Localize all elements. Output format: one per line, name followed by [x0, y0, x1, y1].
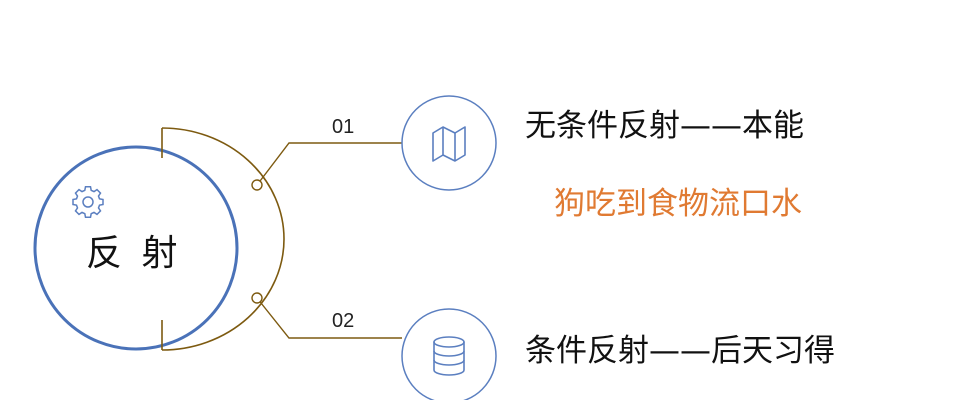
icon-circle-01	[401, 95, 497, 191]
gear-icon	[72, 186, 104, 218]
item-subtitle-01: 狗吃到食物流口水	[554, 186, 802, 222]
item-title-01: 无条件反射——本能	[525, 108, 804, 144]
database-icon	[433, 336, 465, 376]
item-number-01: 01	[332, 116, 355, 138]
item-title-02: 条件反射——后天习得	[525, 333, 835, 369]
connector-arc	[161, 127, 285, 351]
map-icon	[432, 126, 466, 162]
connector-dot-01	[251, 179, 263, 191]
icon-circle-02	[401, 308, 497, 400]
center-title: 反 射	[86, 233, 182, 274]
item-number-02: 02	[332, 310, 355, 332]
connector-dot-02	[251, 292, 263, 304]
connector-line-02	[256, 297, 402, 339]
connector-line-01	[256, 142, 402, 186]
